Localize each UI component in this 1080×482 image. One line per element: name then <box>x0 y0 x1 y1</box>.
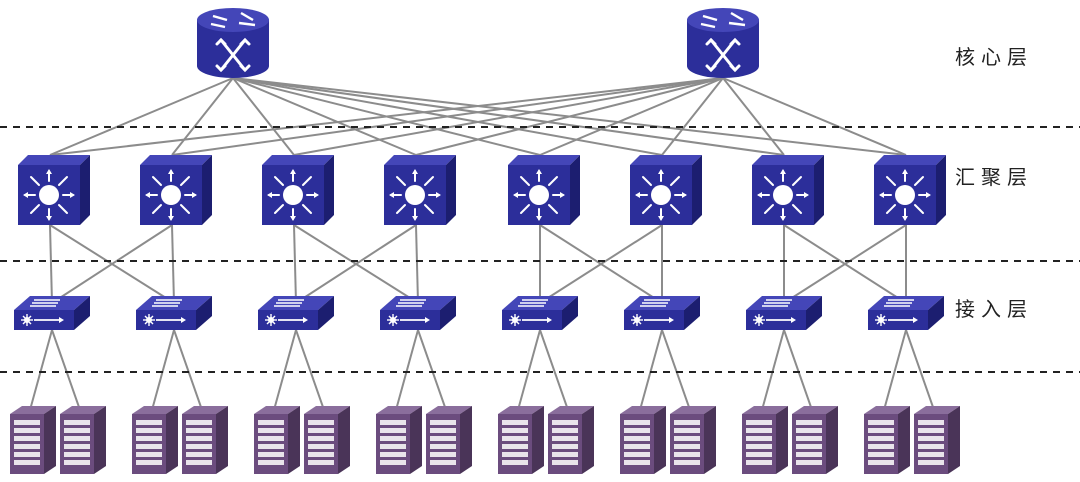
server-13-server-icon <box>742 406 788 474</box>
link-agg4-acc3 <box>295 224 417 304</box>
access-switch-6-access-switch-icon <box>623 295 701 331</box>
aggregation-switch-2-layer3-switch-icon <box>139 154 213 226</box>
access-switch-8-access-switch-icon <box>867 295 945 331</box>
connection-links <box>29 77 935 411</box>
server-4-server-icon <box>182 406 228 474</box>
access-switch-5-access-switch-icon <box>501 295 579 331</box>
link-acc2-server4 <box>173 329 203 411</box>
server-5-server-icon <box>254 406 300 474</box>
server-9-server-icon <box>498 406 544 474</box>
aggregation-switch-4-layer3-switch-icon <box>383 154 457 226</box>
link-acc7-server13 <box>761 329 785 411</box>
link-core2-agg4 <box>415 77 724 156</box>
link-core1-agg2 <box>171 77 234 156</box>
access-switch-7-access-switch-icon <box>745 295 823 331</box>
link-agg2-acc2 <box>171 224 175 304</box>
link-acc2-server3 <box>151 329 175 411</box>
access-switch-2-access-switch-icon <box>135 295 213 331</box>
link-agg3-acc3 <box>293 224 297 304</box>
link-acc1-server2 <box>51 329 81 411</box>
server-12-server-icon <box>670 406 716 474</box>
server-11-server-icon <box>620 406 666 474</box>
link-acc5-server10 <box>539 329 569 411</box>
server-15-server-icon <box>864 406 910 474</box>
aggregation-switch-7-layer3-switch-icon <box>751 154 825 226</box>
layer-label-access: 接入层 <box>955 297 1033 321</box>
link-core2-agg7 <box>722 77 785 156</box>
link-core2-agg6 <box>661 77 724 156</box>
link-core1-agg3 <box>232 77 295 156</box>
access-switch-1-access-switch-icon <box>13 295 91 331</box>
aggregation-switch-6-layer3-switch-icon <box>629 154 703 226</box>
link-core2-agg2 <box>171 77 724 156</box>
core-router-1-router-icon <box>195 6 271 80</box>
link-acc6-server11 <box>639 329 663 411</box>
server-7-server-icon <box>376 406 422 474</box>
link-acc4-server8 <box>417 329 447 411</box>
aggregation-switch-3-layer3-switch-icon <box>261 154 335 226</box>
network-nodes <box>10 6 960 474</box>
access-switch-3-access-switch-icon <box>257 295 335 331</box>
link-agg4-acc4 <box>415 224 419 304</box>
link-core2-agg8 <box>722 77 907 156</box>
link-acc4-server7 <box>395 329 419 411</box>
link-agg2-acc1 <box>51 224 173 304</box>
link-core2-agg3 <box>293 77 724 156</box>
server-16-server-icon <box>914 406 960 474</box>
link-acc8-server16 <box>905 329 935 411</box>
server-3-server-icon <box>132 406 178 474</box>
server-6-server-icon <box>304 406 350 474</box>
server-2-server-icon <box>60 406 106 474</box>
server-14-server-icon <box>792 406 838 474</box>
link-agg6-acc5 <box>539 224 663 304</box>
link-core2-agg5 <box>539 77 724 156</box>
layer-label-core: 核心层 <box>955 45 1033 69</box>
link-acc1-server1 <box>29 329 53 411</box>
link-agg8-acc7 <box>783 224 907 304</box>
link-acc3-server6 <box>295 329 325 411</box>
link-core2-agg1 <box>49 77 724 156</box>
link-acc6-server12 <box>661 329 691 411</box>
link-acc3-server5 <box>273 329 297 411</box>
link-acc5-server9 <box>517 329 541 411</box>
core-router-2-router-icon <box>685 6 761 80</box>
aggregation-switch-1-layer3-switch-icon <box>17 154 91 226</box>
aggregation-switch-5-layer3-switch-icon <box>507 154 581 226</box>
link-agg1-acc1 <box>49 224 53 304</box>
link-core1-agg1 <box>49 77 234 156</box>
server-10-server-icon <box>548 406 594 474</box>
layer-label-aggregation: 汇聚层 <box>955 165 1033 189</box>
access-switch-4-access-switch-icon <box>379 295 457 331</box>
server-1-server-icon <box>10 406 56 474</box>
link-acc7-server14 <box>783 329 813 411</box>
aggregation-switch-8-layer3-switch-icon <box>873 154 947 226</box>
server-8-server-icon <box>426 406 472 474</box>
link-core1-agg4 <box>232 77 417 156</box>
layer-dividers <box>0 126 1080 373</box>
link-acc8-server15 <box>883 329 907 411</box>
